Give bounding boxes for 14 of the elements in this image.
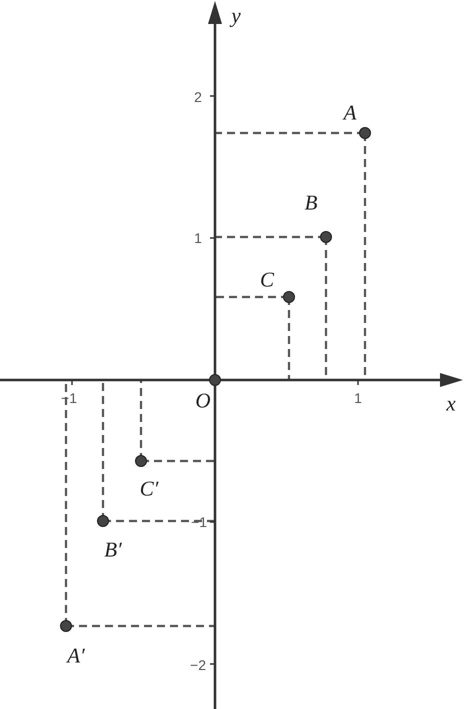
tick-label: −1 [191, 515, 207, 529]
point-label: A [344, 102, 356, 124]
point-label: B [304, 192, 318, 214]
point-label: B′ [104, 540, 122, 560]
tick-label: 2 [194, 90, 202, 104]
tick-label: −2 [190, 658, 206, 672]
point-label: C′ [140, 478, 158, 500]
point-label: O [195, 390, 211, 412]
axis-label: y [231, 6, 241, 26]
tick-label: 1 [194, 231, 202, 245]
axis-label: x [446, 394, 456, 414]
point-label: A′ [67, 646, 85, 666]
tick-label: 1 [354, 391, 362, 405]
point-label: C [260, 270, 274, 290]
